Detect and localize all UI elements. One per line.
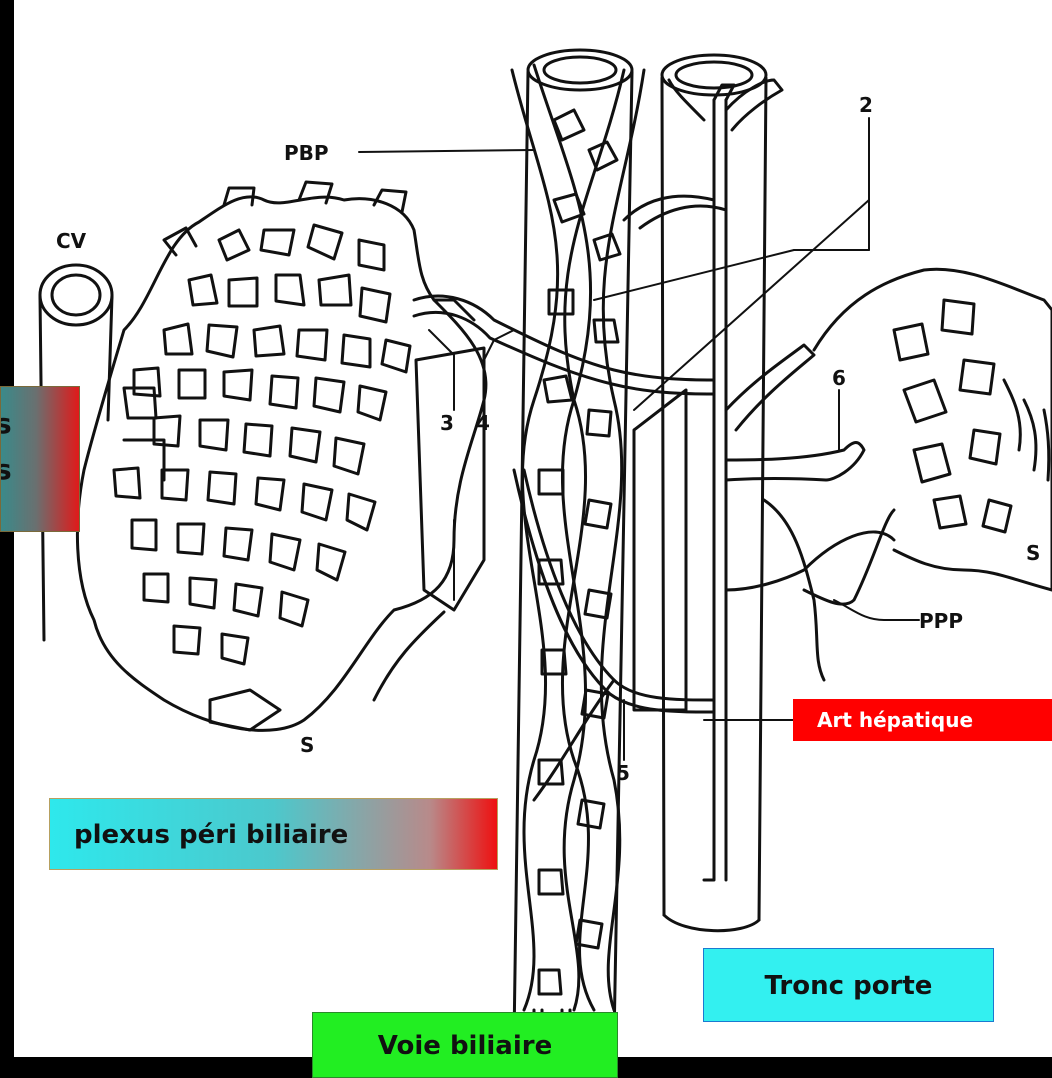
bile-duct-label-box: Voie biliaire (312, 1012, 618, 1078)
lobule-edge-line (374, 612, 444, 700)
hepatic-artery (514, 80, 894, 880)
label-cv: CV (56, 229, 87, 253)
label-num-3: 3 (440, 411, 454, 435)
hepatic-artery-label-box: Art hépatique (793, 699, 1052, 741)
sinusoid-grid-edge (124, 388, 164, 480)
plexus-label-box: plexus péri biliaire (49, 798, 498, 870)
label-s-left: S (300, 733, 314, 757)
diagram-canvas: PBP CV 2 3 4 5 6 S S PPP (14, 0, 1052, 1057)
portal-trunk-label-box: Tronc porte (703, 948, 994, 1022)
label-num-4: 4 (476, 411, 490, 435)
vascular-diagram: PBP CV 2 3 4 5 6 S S PPP (14, 0, 1052, 1057)
label-num-6: 6 (832, 366, 846, 390)
left-label-box: s s (0, 386, 80, 532)
sinusoid-holes-left (114, 225, 410, 730)
left-label-line-2: s (0, 447, 79, 493)
sinusoid-network-left (77, 182, 486, 730)
portal-inner-box (634, 390, 686, 710)
sinusoid-stubs-top (164, 182, 406, 255)
label-num-5: 5 (616, 761, 630, 785)
label-num-2: 2 (859, 93, 873, 117)
label-s-right: S (1026, 541, 1040, 565)
portal-trunk (634, 55, 766, 931)
label-pbp: PBP (284, 141, 329, 165)
sinusoid-network-right (814, 269, 1052, 590)
left-label-line-1: s (0, 401, 79, 447)
leader-lines (359, 118, 919, 760)
label-ppp: PPP (919, 609, 963, 633)
